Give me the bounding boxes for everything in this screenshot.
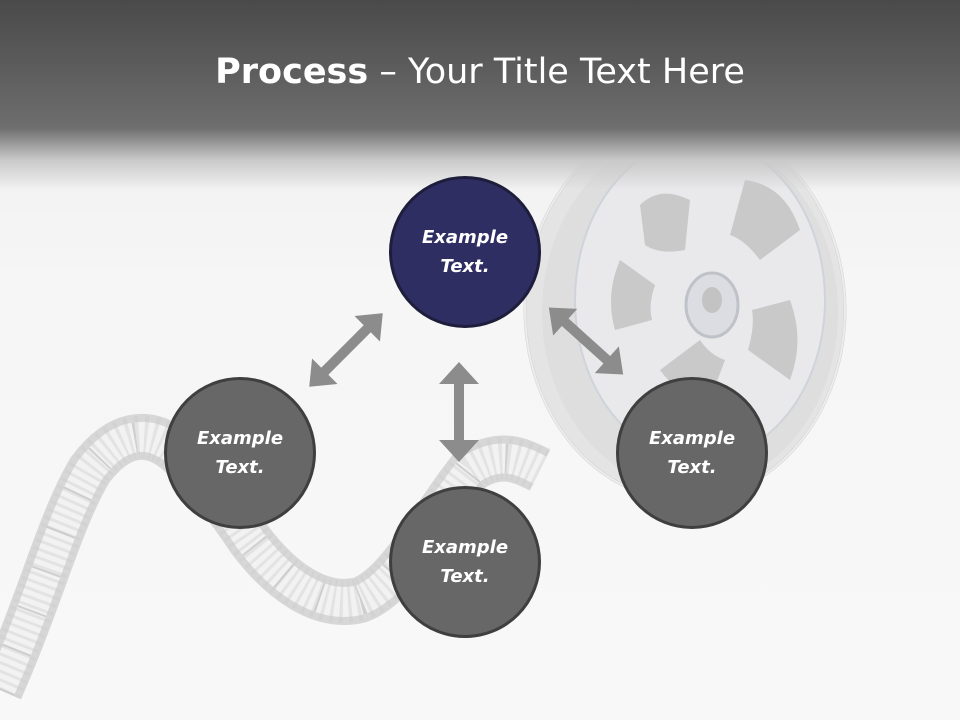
node-text-line1: Example (421, 537, 509, 558)
process-node-bottom[interactable]: Example Text. (389, 486, 541, 638)
node-text-line1: Example (648, 428, 736, 449)
process-node-left[interactable]: Example Text. (164, 377, 316, 529)
title-rest: Your Title Text Here (407, 52, 745, 92)
double-arrow-icons (309, 307, 624, 462)
node-text-line2: Text. (440, 256, 490, 277)
node-text-line2: Text. (667, 457, 717, 478)
node-text-line1: Example (421, 227, 509, 248)
node-text-line1: Example (196, 428, 284, 449)
node-text-line2: Text. (215, 457, 265, 478)
node-text-line2: Text. (440, 566, 490, 587)
title-dash: – (368, 52, 408, 92)
process-node-right[interactable]: Example Text. (616, 377, 768, 529)
title-bar (0, 0, 960, 190)
process-node-top[interactable]: Example Text. (389, 176, 541, 328)
title-bold: Process (215, 52, 369, 92)
slide-title: Process – Your Title Text Here (0, 52, 960, 92)
